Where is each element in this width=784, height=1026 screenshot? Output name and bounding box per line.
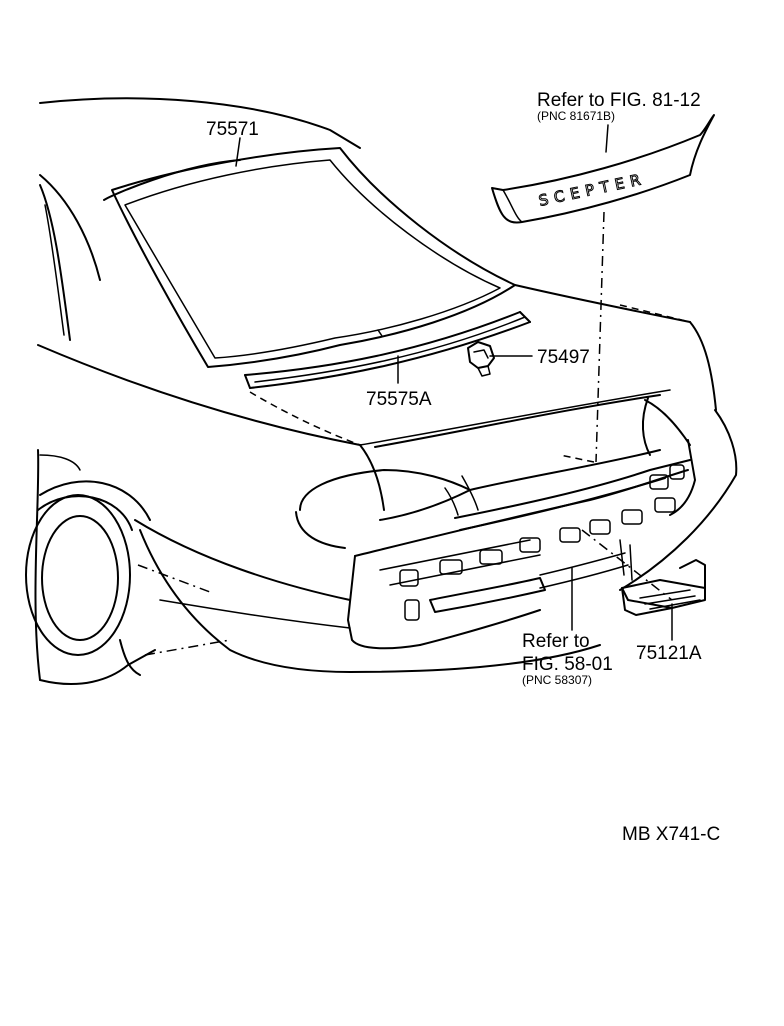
car-body [25,97,738,686]
labels: 75571 75575A 75497 75121A Refer to FIG. … [206,90,720,845]
back-panel [347,439,696,650]
emblem-text: SCEPTER [537,170,648,210]
plate-bracket-part [621,559,706,616]
leader-lines [235,124,673,641]
emblem-reference: Refer to FIG. 81-12 [537,90,701,111]
scepter-emblem: SCEPTER [491,114,715,224]
part-number-75571: 75571 [206,119,259,140]
part-number-75497: 75497 [537,347,590,368]
bumper-reference-line2: FIG. 58-01 [522,654,613,675]
bumper-reference-line1: Refer to [522,631,590,652]
clip-part [467,341,495,377]
part-number-75575a: 75575A [366,389,432,410]
emblem-reference-pnc: (PNC 81671B) [537,109,615,123]
diagram-code: MB X741-C [622,824,720,845]
bumper-reference-pnc: (PNC 58307) [522,673,592,687]
part-number-75121a: 75121A [636,643,702,664]
